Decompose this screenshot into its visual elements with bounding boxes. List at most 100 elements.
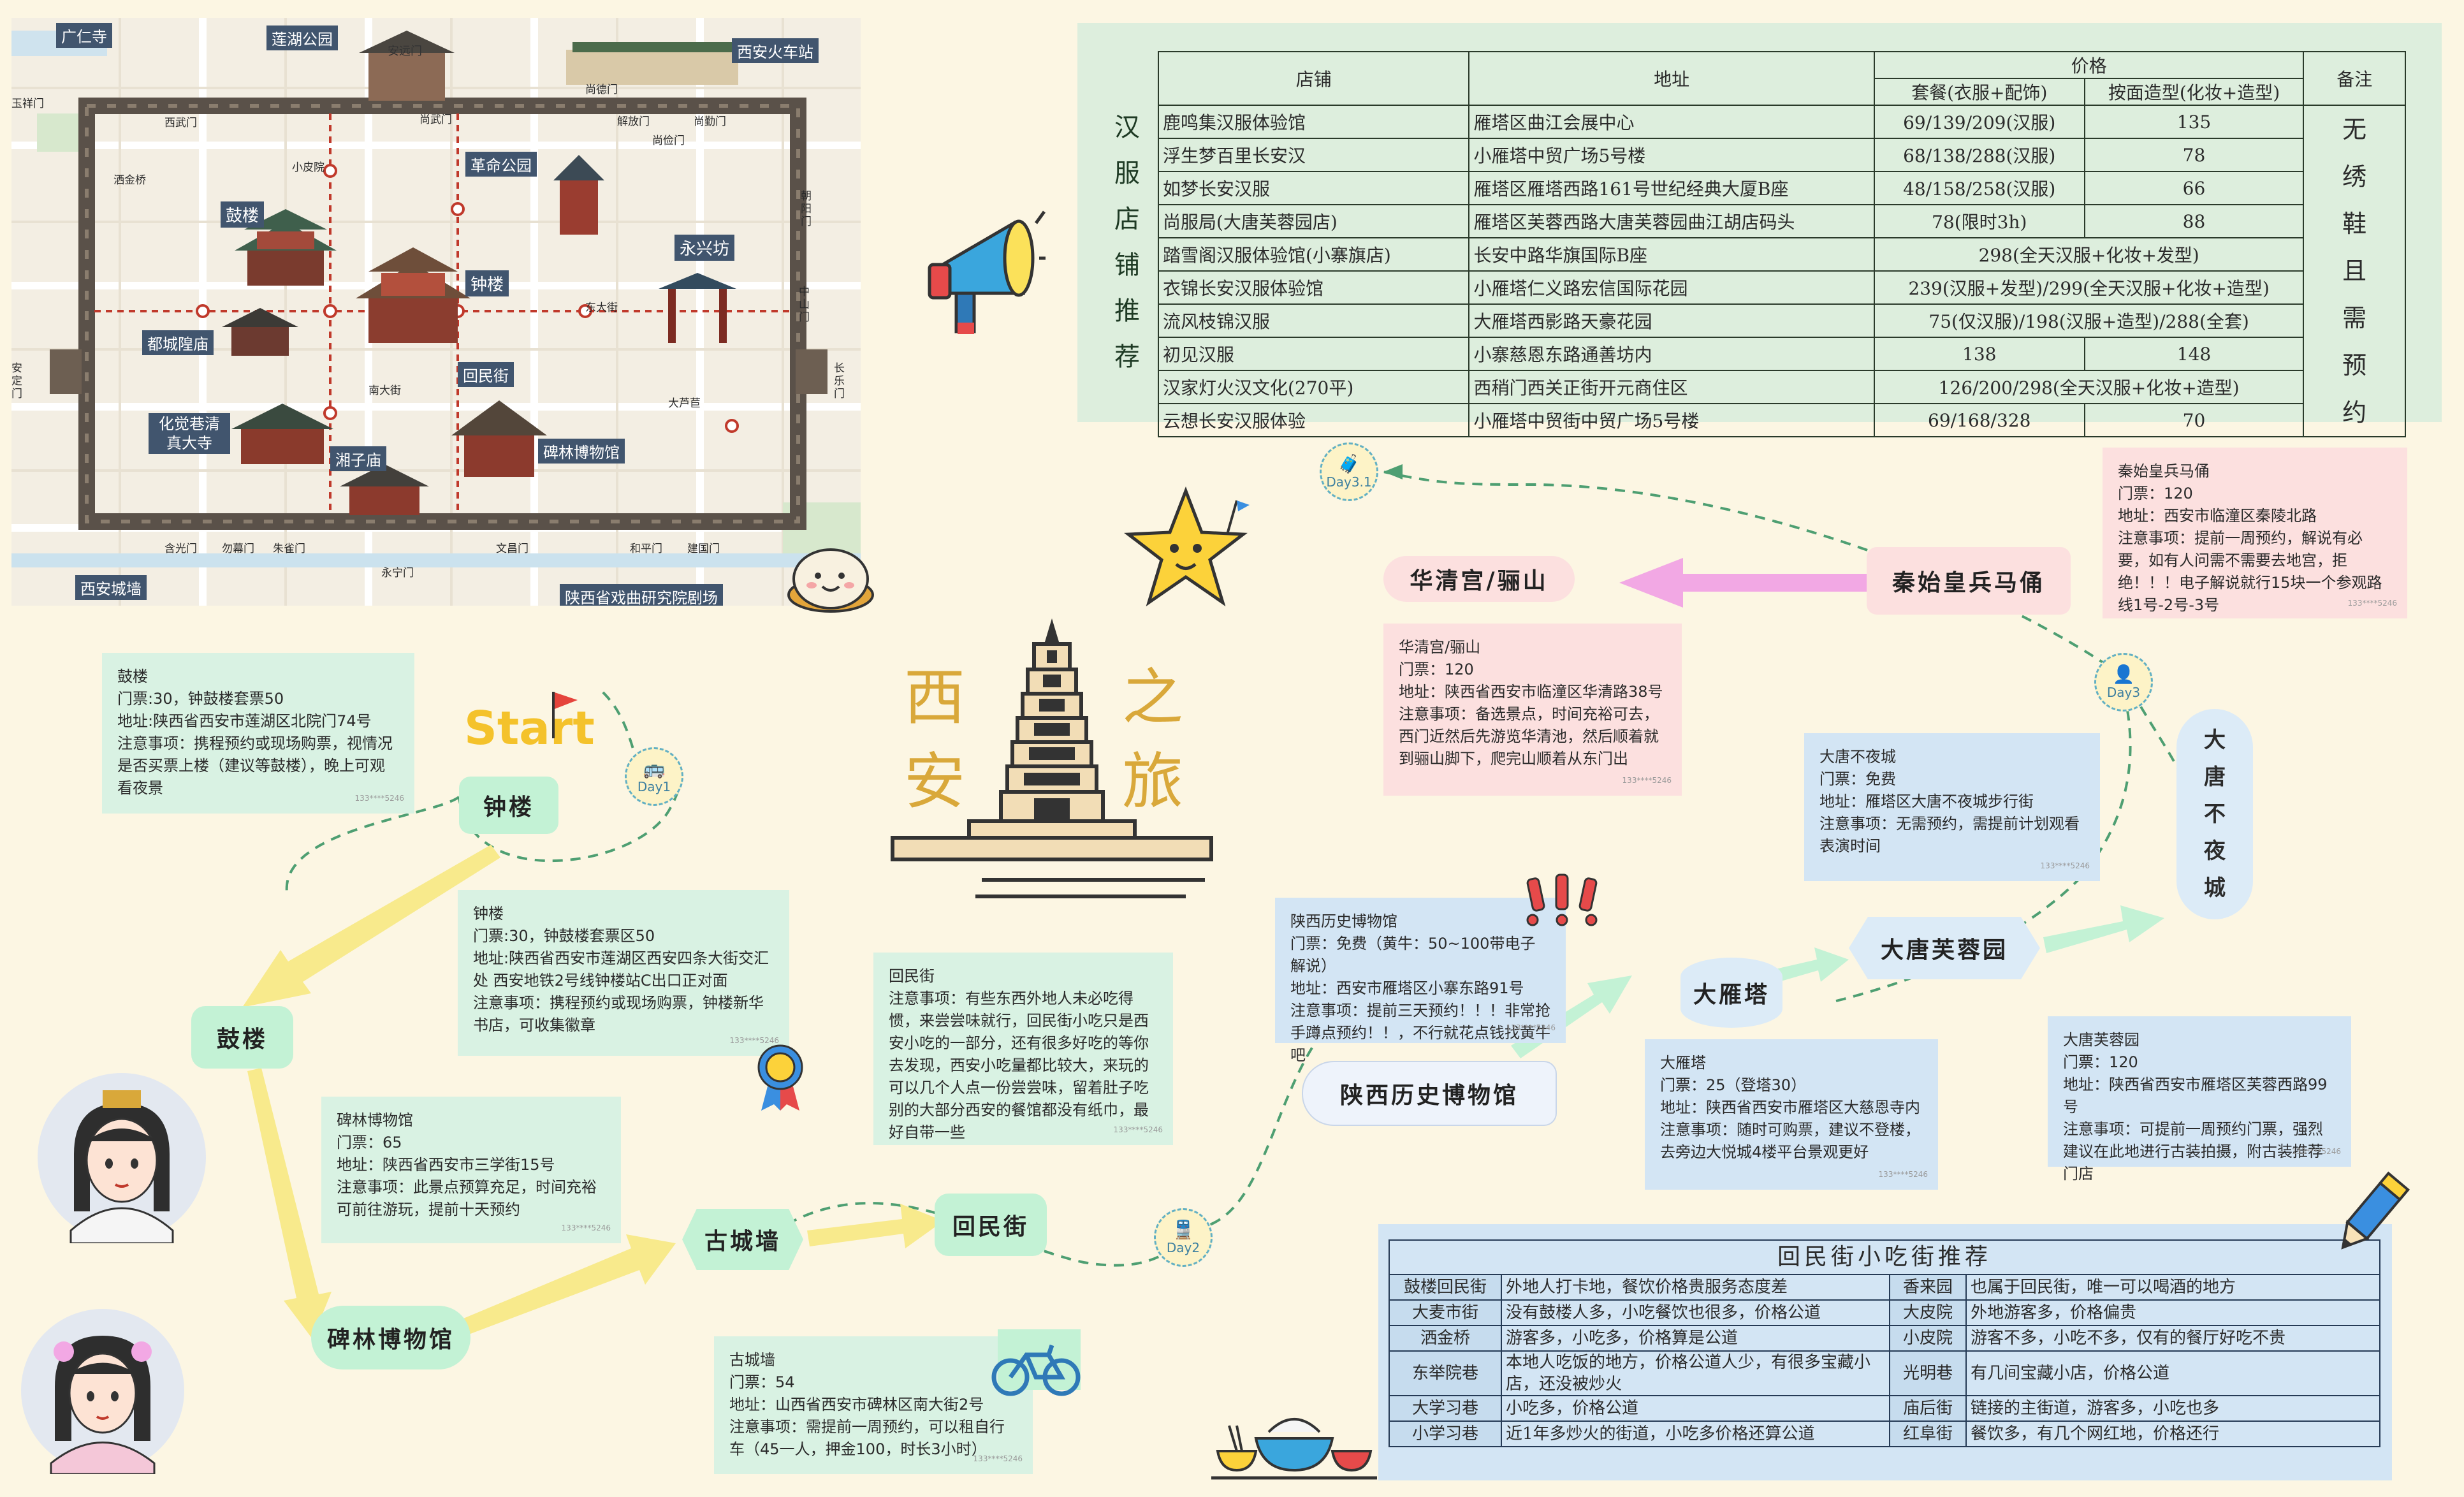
snack-street-desc: 游客多，小吃多，价格算是公道 bbox=[1500, 1325, 1891, 1352]
snack-street-name: 东举院巷 bbox=[1389, 1350, 1502, 1396]
map-label-shangwumen: 尚武门 bbox=[419, 113, 452, 126]
note-zhonglou-text: 钟楼 门票:30，钟鼓楼套票区50 地址:陕西省西安市莲湖区西安四条大街交汇处 … bbox=[473, 905, 769, 1034]
west-gate bbox=[50, 349, 82, 394]
map-label-xianchengqiang: 西安城墙 bbox=[75, 575, 147, 600]
map-label-xiwumen: 西武门 bbox=[164, 117, 197, 129]
shop-makeup-price: 88 bbox=[2083, 204, 2305, 238]
map-label-guangrensi: 广仁寺 bbox=[56, 23, 112, 48]
watermark: 133****5246 bbox=[1506, 1023, 1556, 1032]
map-label-chenghuang: 都城隍庙 bbox=[142, 330, 214, 355]
food-bowls-icon bbox=[1211, 1418, 1377, 1480]
note-dayanta-text: 大雁塔 门票：25（登塔30） 地址：陕西省西安市雁塔区大慈恩寺内 注意事项：随… bbox=[1660, 1054, 1920, 1161]
note-huiminjie: 回民街 注意事项：有些东西外地人未必吃得惯，来尝尝味就行，回民街小吃只是西安小吃… bbox=[873, 953, 1173, 1145]
shop-name: 衣锦长安汉服体验馆 bbox=[1157, 270, 1470, 305]
note-gulou: 鼓楼 门票:30，钟鼓楼套票50 地址:陕西省西安市莲湖区北院门74号 注意事项… bbox=[102, 653, 414, 814]
node-huiminjie[interactable]: 回民街 bbox=[935, 1194, 1047, 1256]
remark-cell: 无绣鞋且需预约 bbox=[2303, 105, 2406, 437]
map-label-station: 西安火车站 bbox=[732, 38, 819, 63]
huajue-building bbox=[231, 404, 333, 464]
snack-street-desc: 链接的主街道，游客多，小吃也多 bbox=[1965, 1395, 2381, 1422]
snack-street-desc: 近1年多炒火的街道，小吃多价格还算公道 bbox=[1500, 1420, 1891, 1447]
east-gate bbox=[796, 349, 827, 394]
node-budaycheng[interactable]: 大唐不夜城 bbox=[2176, 709, 2253, 919]
arrow-chengqiang-huimin bbox=[807, 1204, 944, 1248]
map-label-dongda: 东大街 bbox=[585, 302, 618, 314]
shop-address: 大雁塔西影路天豪花园 bbox=[1468, 303, 1875, 338]
snack-street-name: 小学习巷 bbox=[1389, 1420, 1502, 1447]
hanfu-girl-avatar-2 bbox=[21, 1309, 184, 1474]
day3-label: Day3 bbox=[2106, 685, 2141, 700]
note-bingma: 秦始皇兵马俑 门票：120 地址：西安市临潼区秦陵北路 注意事项：提前一周预约，… bbox=[2103, 448, 2407, 618]
note-bingma-text: 秦始皇兵马俑 门票：120 地址：西安市临潼区秦陵北路 注意事项：提前一周预约，… bbox=[2118, 462, 2382, 614]
day1-label: Day1 bbox=[637, 779, 671, 794]
node-bingma[interactable]: 秦始皇兵马俑 bbox=[1867, 547, 2071, 615]
snack-street-desc: 有几间宝藏小店，价格公道 bbox=[1965, 1350, 2381, 1396]
bicycle-icon bbox=[991, 1329, 1081, 1396]
snack-street-desc: 游客不多，小吃不多，仅有的餐厅好吃不贵 bbox=[1965, 1325, 2381, 1352]
shop-name: 鹿鸣集汉服体验馆 bbox=[1157, 105, 1470, 139]
map-label-huimin: 回民街 bbox=[458, 362, 514, 387]
node-guchengqiang[interactable]: 古城墙 bbox=[682, 1209, 803, 1270]
arrow-bingma-huaqing bbox=[1619, 558, 1871, 608]
shop-name: 尚服局(大唐芙蓉园店) bbox=[1157, 204, 1470, 238]
shop-name: 汉家灯火汉文化(270平) bbox=[1157, 370, 1470, 404]
arrow-dayanta-furong bbox=[1775, 947, 1849, 982]
note-budaycheng: 大唐不夜城 门票：免费 地址：雁塔区大唐不夜城步行街 注意事项：无需预约，需提前… bbox=[1804, 733, 2100, 881]
shop-name: 如梦长安汉服 bbox=[1157, 171, 1470, 205]
node-dayanta[interactable]: 大雁塔 bbox=[1680, 958, 1782, 1028]
header-set: 套餐(衣服+配饰) bbox=[1873, 78, 2085, 106]
map-label-yongning: 永宁门 bbox=[381, 567, 414, 580]
header-address: 地址 bbox=[1468, 51, 1875, 106]
note-shaanxi-museum-text: 陕西历史博物馆 门票：免费（黄牛：50~100带电子解说） 地址：西安市雁塔区小… bbox=[1290, 912, 1550, 1064]
node-furongyuan[interactable]: 大唐芙蓉园 bbox=[1849, 917, 2040, 979]
shop-set-price: 68/138/288(汉服) bbox=[1873, 138, 2085, 172]
day3-badge: 👤Day3 bbox=[2094, 653, 2153, 712]
node-zhonglou[interactable]: 钟楼 bbox=[459, 777, 558, 834]
zhonglou-building bbox=[356, 247, 470, 343]
arrow-zhonglou-gulou bbox=[242, 845, 500, 1007]
map-label-zhongshanmen: 中山门 bbox=[799, 286, 810, 324]
shop-address: 小雁塔仁义路宏信国际花园 bbox=[1468, 270, 1875, 305]
map-label-wenchang: 文昌门 bbox=[496, 543, 529, 555]
node-huaqing[interactable]: 华清宫/骊山 bbox=[1383, 556, 1575, 602]
node-beilin[interactable]: 碑林博物馆 bbox=[311, 1306, 470, 1369]
node-shaanxi-museum[interactable]: 陕西历史博物馆 bbox=[1302, 1061, 1557, 1126]
map-label-dabodie: 大芦苣 bbox=[668, 397, 701, 410]
note-guchengqiang: 古城墙 门票：54 地址：山西省西安市碑林区南大街2号 注意事项：需提前一周预约… bbox=[714, 1336, 1033, 1474]
snack-street-name: 大皮院 bbox=[1889, 1299, 1967, 1326]
shop-address: 小雁塔中贸广场5号楼 bbox=[1468, 138, 1875, 172]
note-furongyuan: 大唐芙蓉园 门票：120 地址：陕西省西安市雁塔区芙蓉西路99号 注意事项：可提… bbox=[2048, 1016, 2351, 1183]
person-icon: 👤 bbox=[2112, 664, 2135, 685]
start-label: Start bbox=[464, 701, 595, 755]
hanfu-side-label: 汉服店铺推荐 bbox=[1114, 113, 1140, 372]
header-price: 价格 bbox=[1873, 51, 2305, 79]
snack-street-panel: 回民街小吃街推荐 鼓楼回民街外地人打卡地，餐饮价格贵服务态度差香来园也属于回民街… bbox=[1378, 1224, 2392, 1480]
train-icon: 🚆 bbox=[1172, 1219, 1195, 1240]
snack-street-name: 庙后街 bbox=[1889, 1395, 1967, 1422]
station-building bbox=[566, 42, 738, 85]
note-beilin: 碑林博物馆 门票：65 地址：陕西省西安市三学街15号 注意事项：此景点预算充足… bbox=[321, 1097, 621, 1243]
shop-set-price: 48/158/258(汉服) bbox=[1873, 171, 2085, 205]
shop-set-price: 69/168/328 bbox=[1873, 403, 2085, 437]
watermark: 133****5246 bbox=[973, 1454, 1023, 1463]
snack-street-name: 光明巷 bbox=[1889, 1350, 1967, 1396]
note-huiminjie-text: 回民街 注意事项：有些东西外地人未必吃得惯，来尝尝味就行，回民街小吃只是西安小吃… bbox=[889, 967, 1149, 1141]
shop-set-price: 138 bbox=[1873, 337, 2085, 371]
map-label-anding: 安定门 bbox=[11, 362, 22, 400]
map-label-shuwu: 勿幕门 bbox=[222, 543, 254, 555]
snack-street-desc: 也属于回民街，唯一可以喝酒的地方 bbox=[1965, 1274, 2381, 1301]
shop-name: 浮生梦百里长安汉 bbox=[1157, 138, 1470, 172]
pagoda-icon bbox=[891, 618, 1213, 898]
day31-label: Day3.1 bbox=[1326, 474, 1372, 490]
map-label-shangjianmen: 尚俭门 bbox=[652, 135, 685, 147]
node-gulou[interactable]: 鼓楼 bbox=[191, 1006, 293, 1069]
beilin-building bbox=[451, 400, 547, 477]
map-label-lianhu: 莲湖公园 bbox=[266, 26, 338, 50]
watermark: 133****5246 bbox=[729, 1036, 779, 1045]
